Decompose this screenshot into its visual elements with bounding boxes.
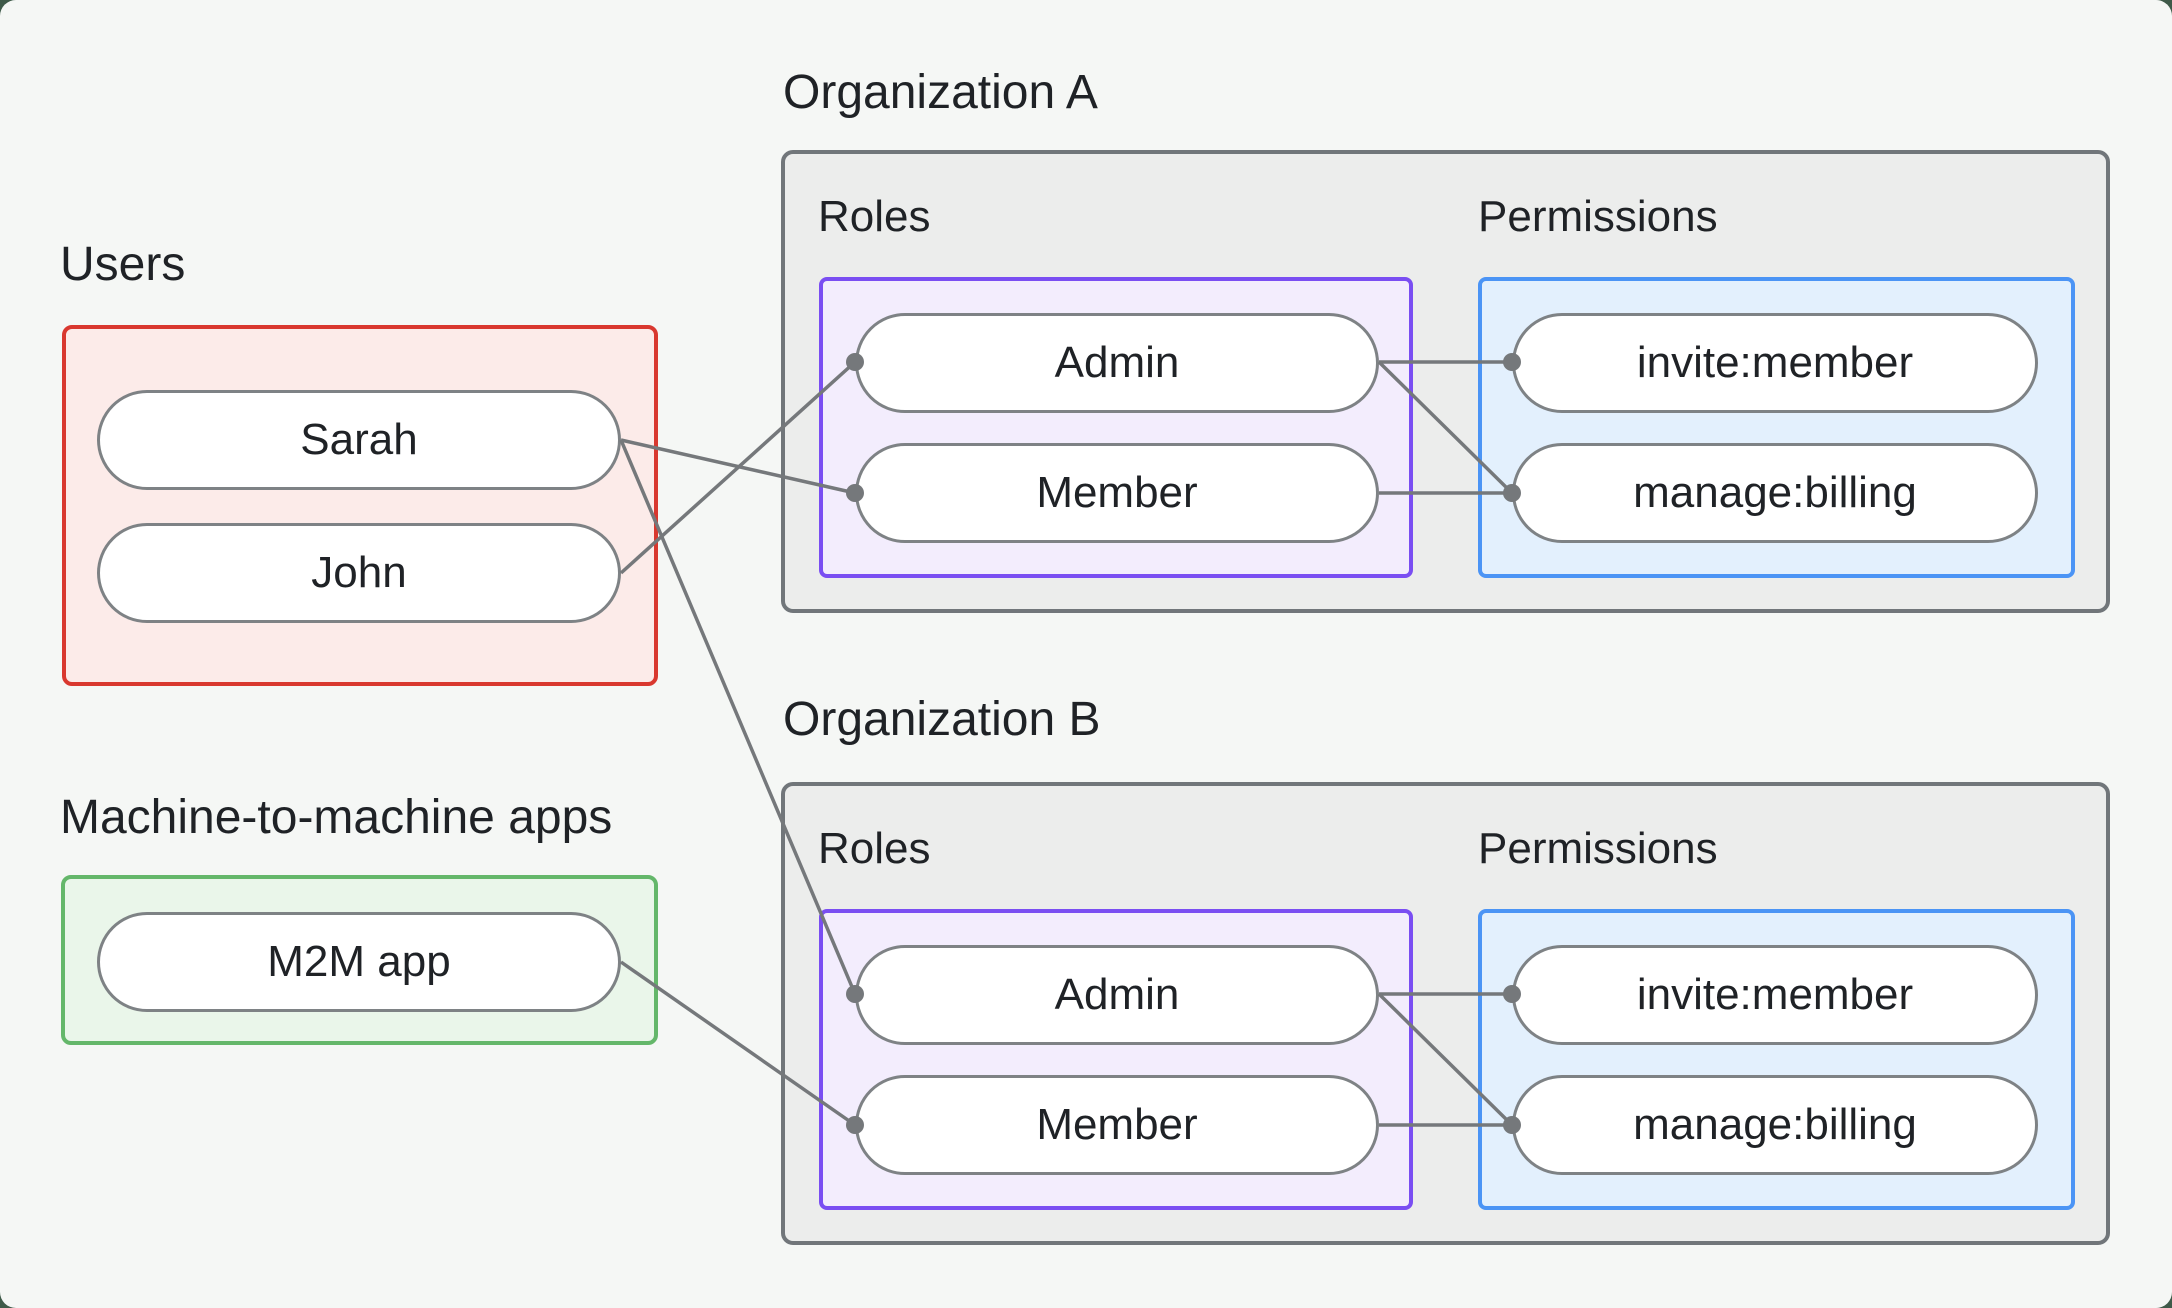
org-b-permissions-box: invite:member manage:billing	[1478, 909, 2075, 1210]
org-b-permission-invite-member-label: invite:member	[1636, 970, 1914, 1019]
org-b-role-admin-label: Admin	[1054, 970, 1180, 1019]
org-b-permission-manage-billing-label: manage:billing	[1633, 1100, 1917, 1149]
m2m-group-box: M2M app	[61, 875, 658, 1045]
org-b-label: Organization B	[783, 693, 1101, 746]
user-node-john: John	[97, 523, 621, 623]
user-node-sarah-label: Sarah	[300, 415, 418, 464]
org-a-permission-invite-member-label: invite:member	[1636, 338, 1914, 387]
users-group-box: Sarah John	[62, 325, 658, 686]
org-b-permission-manage-billing: manage:billing	[1512, 1075, 2038, 1175]
user-node-sarah: Sarah	[97, 390, 621, 490]
org-a-role-member: Member	[855, 443, 1379, 543]
user-node-john-label: John	[311, 548, 407, 597]
org-a-roles-box: Admin Member	[819, 277, 1413, 578]
org-b-role-member-label: Member	[1036, 1100, 1198, 1149]
org-a-permission-manage-billing-label: manage:billing	[1633, 468, 1917, 517]
org-b-role-member: Member	[855, 1075, 1379, 1175]
org-a-permission-manage-billing: manage:billing	[1512, 443, 2038, 543]
org-a-permission-invite-member: invite:member	[1512, 313, 2038, 413]
org-b-role-admin: Admin	[855, 945, 1379, 1045]
org-a-role-member-label: Member	[1036, 468, 1198, 517]
org-b-permission-invite-member: invite:member	[1512, 945, 2038, 1045]
org-a-role-admin: Admin	[855, 313, 1379, 413]
org-b-box: Roles Permissions Admin Member invite:me…	[781, 782, 2110, 1245]
org-a-label: Organization A	[783, 66, 1098, 119]
org-b-permissions-label: Permissions	[1478, 824, 1718, 873]
org-a-box: Roles Permissions Admin Member invite:me…	[781, 150, 2110, 613]
org-a-role-admin-label: Admin	[1054, 338, 1180, 387]
m2m-section-label: Machine-to-machine apps	[60, 791, 613, 844]
org-b-roles-label: Roles	[818, 824, 931, 873]
m2m-app-node: M2M app	[97, 912, 621, 1012]
org-a-permissions-label: Permissions	[1478, 192, 1718, 241]
users-section-label: Users	[60, 238, 186, 291]
org-a-permissions-box: invite:member manage:billing	[1478, 277, 2075, 578]
org-a-roles-label: Roles	[818, 192, 931, 241]
m2m-app-node-label: M2M app	[267, 937, 451, 986]
org-b-roles-box: Admin Member	[819, 909, 1413, 1210]
